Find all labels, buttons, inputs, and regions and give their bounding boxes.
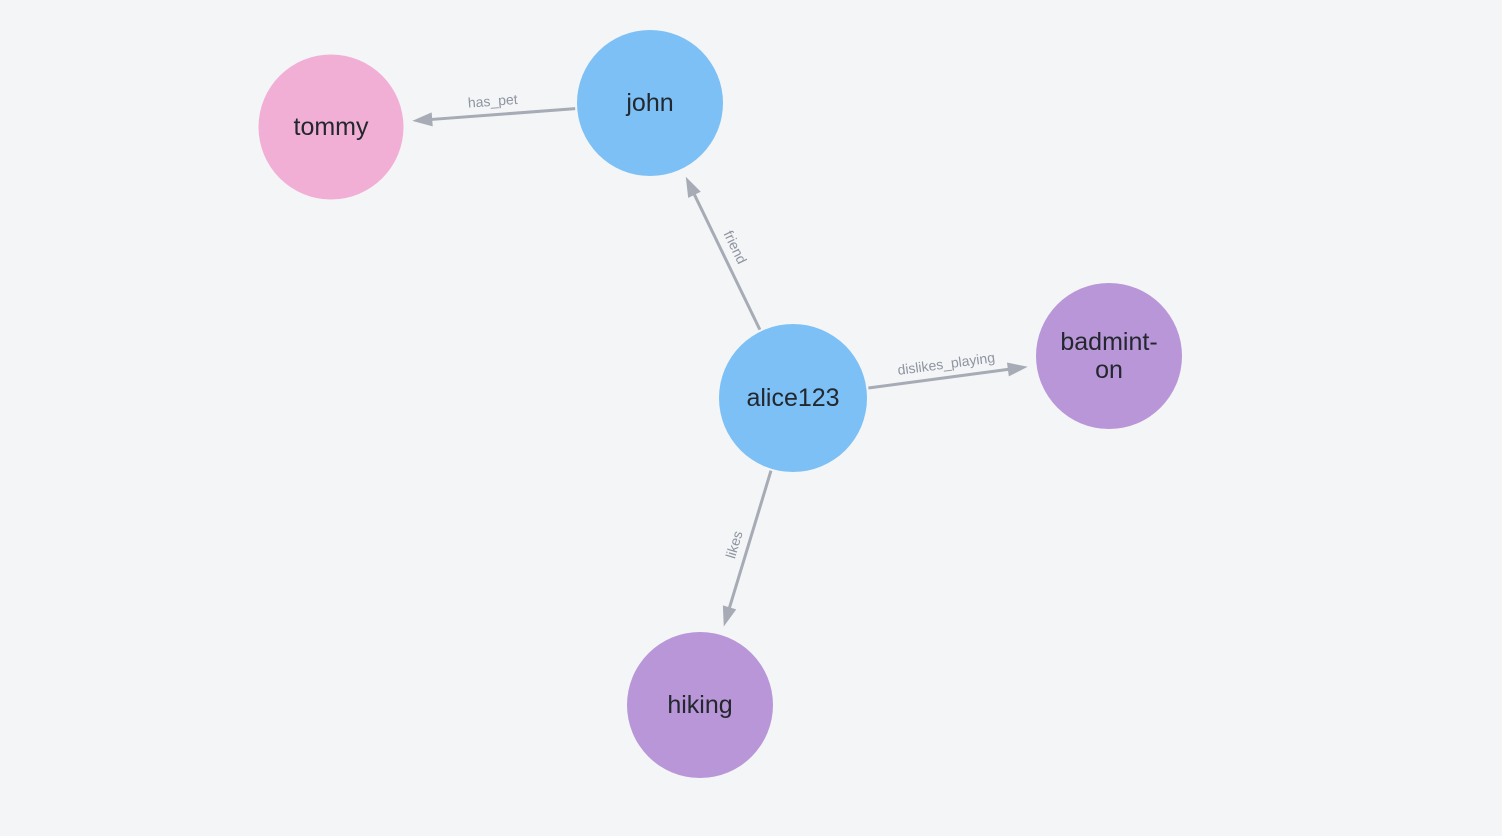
edge-line-has_pet[interactable] bbox=[428, 107, 576, 122]
edge-arrowhead-icon bbox=[685, 176, 701, 198]
graph-node-alice123: alice123 bbox=[719, 324, 867, 472]
edge-arrowhead-icon bbox=[412, 112, 433, 127]
edge-arrowhead-icon bbox=[722, 605, 737, 627]
graph-edge-has_pet: has_pet bbox=[412, 91, 576, 127]
node-circle-tommy[interactable] bbox=[258, 54, 404, 200]
node-circle-john[interactable] bbox=[577, 30, 723, 176]
edge-line-friend[interactable] bbox=[691, 190, 762, 331]
node-circle-alice123[interactable] bbox=[719, 324, 867, 472]
graph-node-hiking: hiking bbox=[627, 632, 773, 778]
edge-label[interactable]: likes bbox=[722, 529, 745, 560]
graph-node-john: john bbox=[577, 30, 723, 176]
node-circle-hiking[interactable] bbox=[627, 632, 773, 778]
edge-label[interactable]: has_pet bbox=[467, 91, 518, 111]
edge-line-dislikes_playing[interactable] bbox=[868, 367, 1013, 390]
graph-node-tommy: tommy bbox=[258, 54, 404, 200]
graph-edge-dislikes_playing: dislikes_playing bbox=[868, 349, 1028, 390]
edge-arrowhead-icon bbox=[1006, 362, 1028, 377]
nodes-layer: tommy john alice123 badmint-on hiking bbox=[258, 30, 1182, 778]
graph-edge-likes: likes bbox=[722, 470, 773, 627]
node-circle-badminton[interactable] bbox=[1036, 283, 1182, 429]
graph-edge-friend: friend bbox=[685, 176, 762, 331]
graph-node-badminton: badmint-on bbox=[1036, 283, 1182, 429]
edge-line-likes[interactable] bbox=[726, 470, 773, 612]
